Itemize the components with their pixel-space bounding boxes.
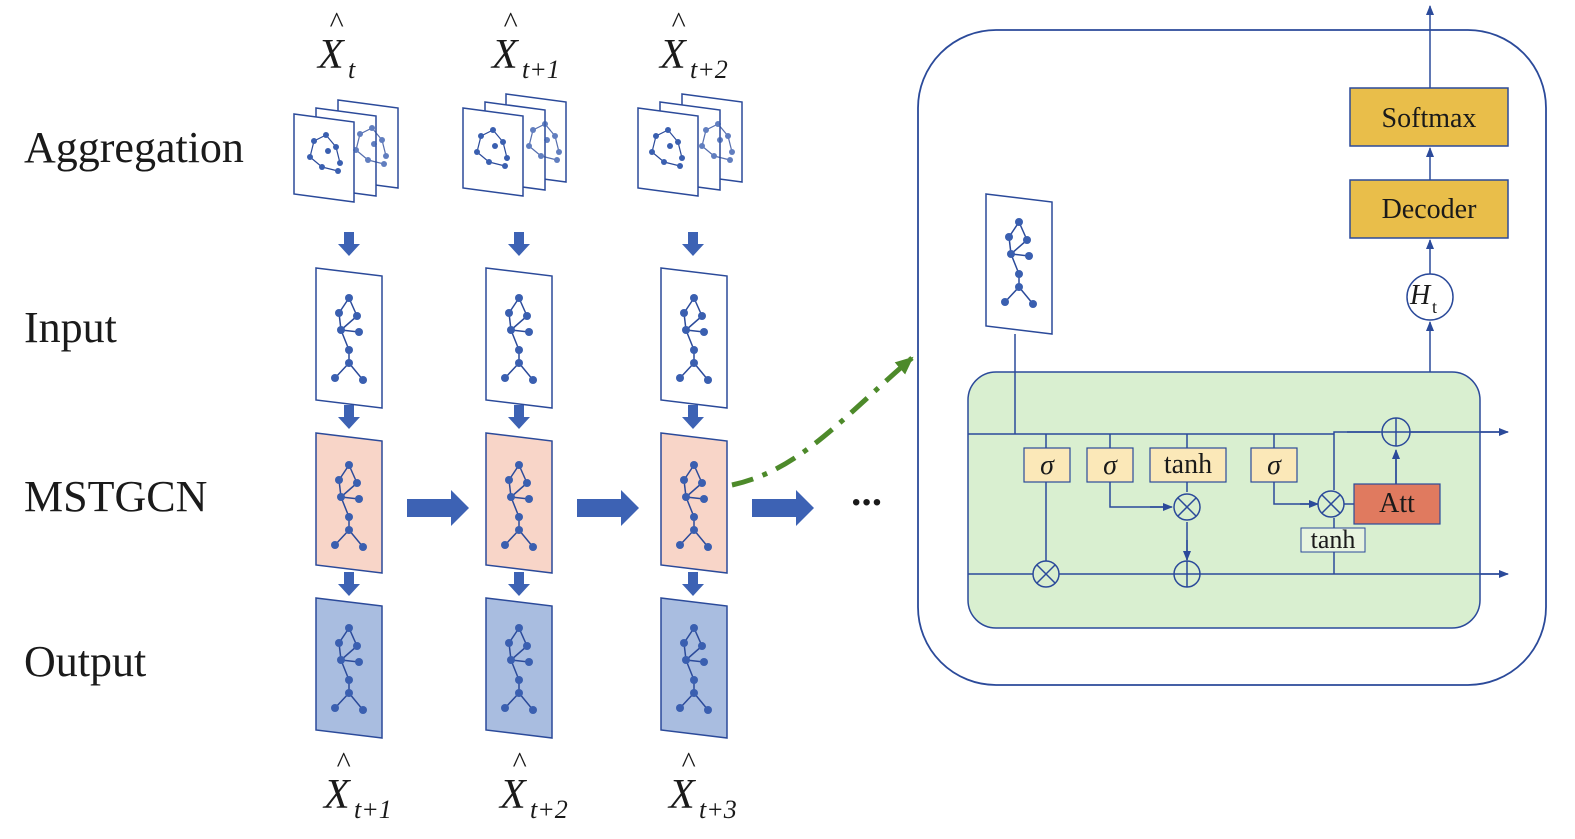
symbol-sub: t+2 xyxy=(530,795,568,824)
mstgcn-frame-2 xyxy=(660,432,728,574)
symbol-base: X xyxy=(667,772,697,818)
multiply-operator-forget xyxy=(1032,560,1060,588)
softmax-label: Softmax xyxy=(1382,103,1477,134)
multiply-operator-input xyxy=(1173,493,1201,521)
lstm-cell-body xyxy=(967,371,1481,629)
gate-sigma-input: σ xyxy=(1086,447,1134,483)
symbol-base: X xyxy=(490,32,520,78)
hidden-base: H xyxy=(1409,280,1432,311)
output-frame-0 xyxy=(315,597,383,739)
gate-label: tanh xyxy=(1164,449,1212,480)
gate-sigma-forget: σ xyxy=(1023,447,1071,483)
symbol-hat: ^ xyxy=(336,746,351,779)
tanh-label: tanh xyxy=(1311,525,1356,554)
symbol-hat: ^ xyxy=(329,6,344,39)
tanh-activation: tanh xyxy=(1300,525,1366,554)
aggregation-stack-2 xyxy=(637,93,743,197)
symbol-hat: ^ xyxy=(681,746,696,779)
softmax-box: Softmax xyxy=(1349,87,1509,147)
gate-sigma-output: σ xyxy=(1250,447,1298,483)
gate-label: σ xyxy=(1040,450,1055,481)
output-frame-2 xyxy=(660,597,728,739)
att-label: Att xyxy=(1379,488,1415,519)
aggregation-stack-1 xyxy=(462,93,567,197)
row-label-mstgcn: MSTGCN xyxy=(24,472,207,521)
row-label-output: Output xyxy=(24,637,146,686)
gate-tanh: tanh xyxy=(1149,447,1227,483)
symbol-hat: ^ xyxy=(503,6,518,39)
horizontal-arrows xyxy=(407,490,814,526)
mstgcn-frame-0 xyxy=(315,432,383,574)
gate-label: σ xyxy=(1103,450,1118,481)
symbol-base: X xyxy=(658,32,688,78)
bottom-symbol-2: ^ X t+3 xyxy=(667,746,737,824)
top-symbol-1: ^ X t+1 xyxy=(490,6,560,84)
row-label-input: Input xyxy=(24,303,117,352)
decoder-box: Decoder xyxy=(1349,179,1509,239)
output-frame-1 xyxy=(485,597,553,739)
input-frame-2 xyxy=(660,267,728,409)
symbol-hat: ^ xyxy=(671,6,686,39)
top-symbol-0: ^ X t xyxy=(316,6,356,84)
bottom-symbol-0: ^ X t+1 xyxy=(322,746,392,824)
mstgcn-frame-1 xyxy=(485,432,553,574)
add-operator-hidden xyxy=(1381,417,1411,447)
top-symbol-2: ^ X t+2 xyxy=(658,6,728,84)
bottom-symbol-1: ^ X t+2 xyxy=(498,746,568,824)
aggregation-stack-0 xyxy=(293,99,399,203)
cell-input-frame xyxy=(985,193,1053,335)
gate-label: σ xyxy=(1267,450,1282,481)
decoder-label: Decoder xyxy=(1382,194,1478,225)
down-arrows xyxy=(338,232,704,596)
symbol-base: X xyxy=(498,772,528,818)
add-operator-cell xyxy=(1173,560,1201,588)
symbol-sub: t+1 xyxy=(354,795,392,824)
attention-box: Att xyxy=(1353,483,1441,525)
input-frame-1 xyxy=(485,267,553,409)
symbol-sub: t xyxy=(348,55,356,84)
ellipsis: ••• xyxy=(852,489,883,516)
input-frame-0 xyxy=(315,267,383,409)
hidden-sub: t xyxy=(1432,297,1437,317)
symbol-sub: t+3 xyxy=(699,795,737,824)
row-label-aggregation: Aggregation xyxy=(24,123,244,172)
zoom-connector-arrow xyxy=(731,356,914,488)
symbol-base: X xyxy=(322,772,352,818)
multiply-operator-output xyxy=(1317,490,1345,518)
symbol-base: X xyxy=(316,32,346,78)
symbol-sub: t+1 xyxy=(522,55,560,84)
symbol-hat: ^ xyxy=(512,746,527,779)
hidden-state-node: H t xyxy=(1406,273,1454,321)
symbol-sub: t+2 xyxy=(690,55,728,84)
